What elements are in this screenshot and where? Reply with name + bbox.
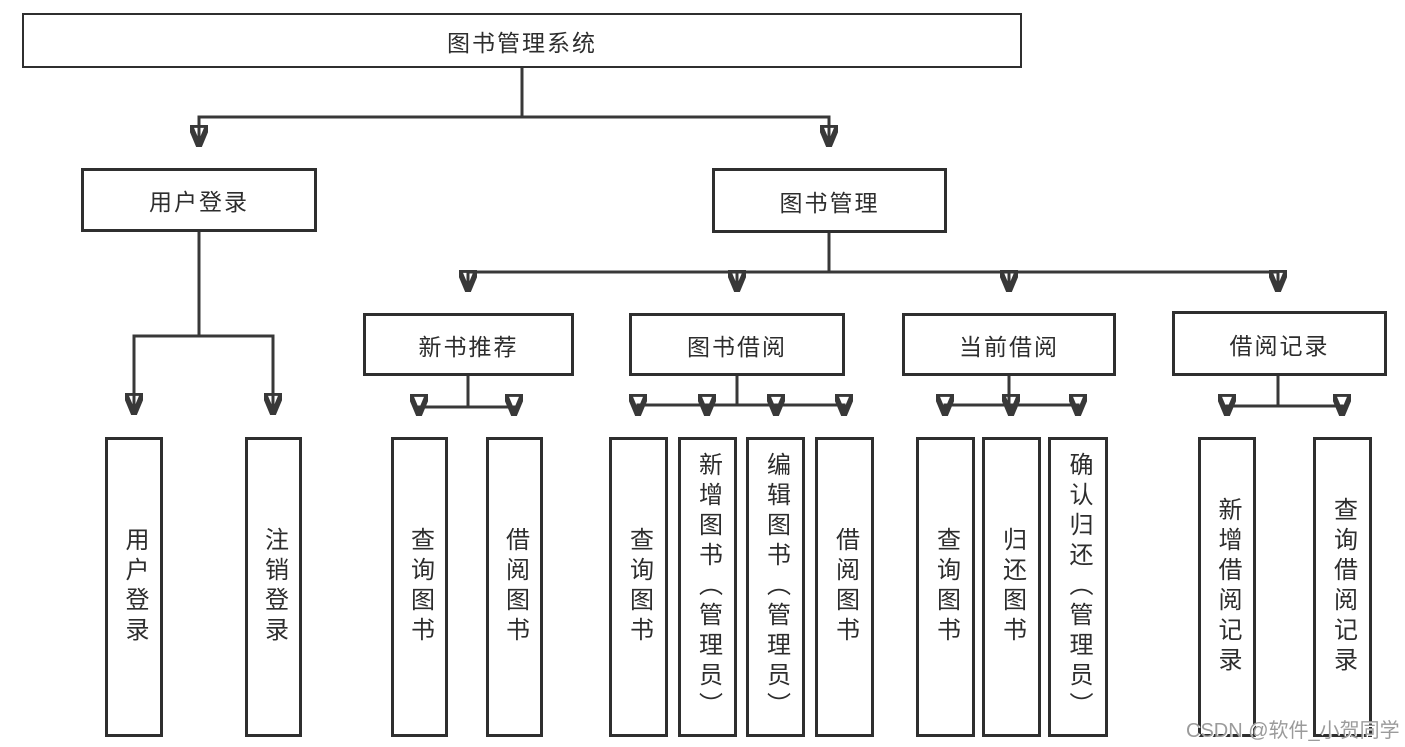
leaf-logout-label: 注销登录 [260, 527, 288, 647]
node-book-borrowing-label: 图书借阅 [687, 333, 787, 360]
leaf-cb-query-books-label: 查询图书 [932, 527, 960, 647]
leaf-cb-confirm-return-admin: 确认归还（管理员） [1048, 437, 1108, 737]
node-root-label: 图书管理系统 [447, 29, 597, 56]
leaf-nb-query-books-label: 查询图书 [406, 527, 434, 647]
leaf-user-login-label: 用户登录 [121, 527, 148, 647]
node-book-borrowing: 图书借阅 [629, 313, 845, 376]
node-current-borrowing: 当前借阅 [902, 313, 1116, 376]
leaf-nb-borrow-books-label: 借阅图书 [501, 527, 529, 647]
leaf-user-login: 用户登录 [105, 437, 163, 737]
leaf-bb-query-books: 查询图书 [609, 437, 668, 737]
node-root: 图书管理系统 [22, 13, 1022, 68]
leaf-nb-query-books: 查询图书 [391, 437, 448, 737]
leaf-logout: 注销登录 [245, 437, 302, 737]
leaf-bb-add-books-admin-label: 新增图书（管理员） [694, 452, 722, 722]
leaf-bb-borrow-books-label: 借阅图书 [831, 527, 859, 647]
node-borrowing-records-label: 借阅记录 [1229, 332, 1330, 359]
leaf-br-add-record-label: 新增借阅记录 [1214, 497, 1241, 677]
node-borrowing-records: 借阅记录 [1172, 311, 1387, 376]
node-new-book-recommendation: 新书推荐 [363, 313, 574, 376]
leaf-bb-edit-books-admin-label: 编辑图书（管理员） [762, 452, 790, 722]
leaf-bb-borrow-books: 借阅图书 [815, 437, 874, 737]
leaf-br-query-record-label: 查询借阅记录 [1329, 497, 1357, 677]
node-user-login-label: 用户登录 [149, 189, 249, 215]
leaf-nb-borrow-books: 借阅图书 [486, 437, 543, 737]
leaf-cb-query-books: 查询图书 [916, 437, 975, 737]
leaf-cb-confirm-return-admin-label: 确认归还（管理员） [1065, 452, 1092, 722]
node-new-book-recommendation-label: 新书推荐 [418, 333, 519, 360]
node-book-management: 图书管理 [712, 168, 947, 233]
leaf-bb-edit-books-admin: 编辑图书（管理员） [746, 437, 805, 737]
leaf-br-query-record: 查询借阅记录 [1313, 437, 1372, 737]
leaf-bb-add-books-admin: 新增图书（管理员） [678, 437, 737, 737]
leaf-cb-return-books: 归还图书 [982, 437, 1041, 737]
leaf-cb-return-books-label: 归还图书 [998, 527, 1026, 647]
leaf-bb-query-books-label: 查询图书 [625, 527, 653, 647]
leaf-br-add-record: 新增借阅记录 [1198, 437, 1256, 737]
node-current-borrowing-label: 当前借阅 [959, 333, 1059, 360]
node-user-login: 用户登录 [81, 168, 317, 232]
node-book-management-label: 图书管理 [779, 189, 880, 216]
